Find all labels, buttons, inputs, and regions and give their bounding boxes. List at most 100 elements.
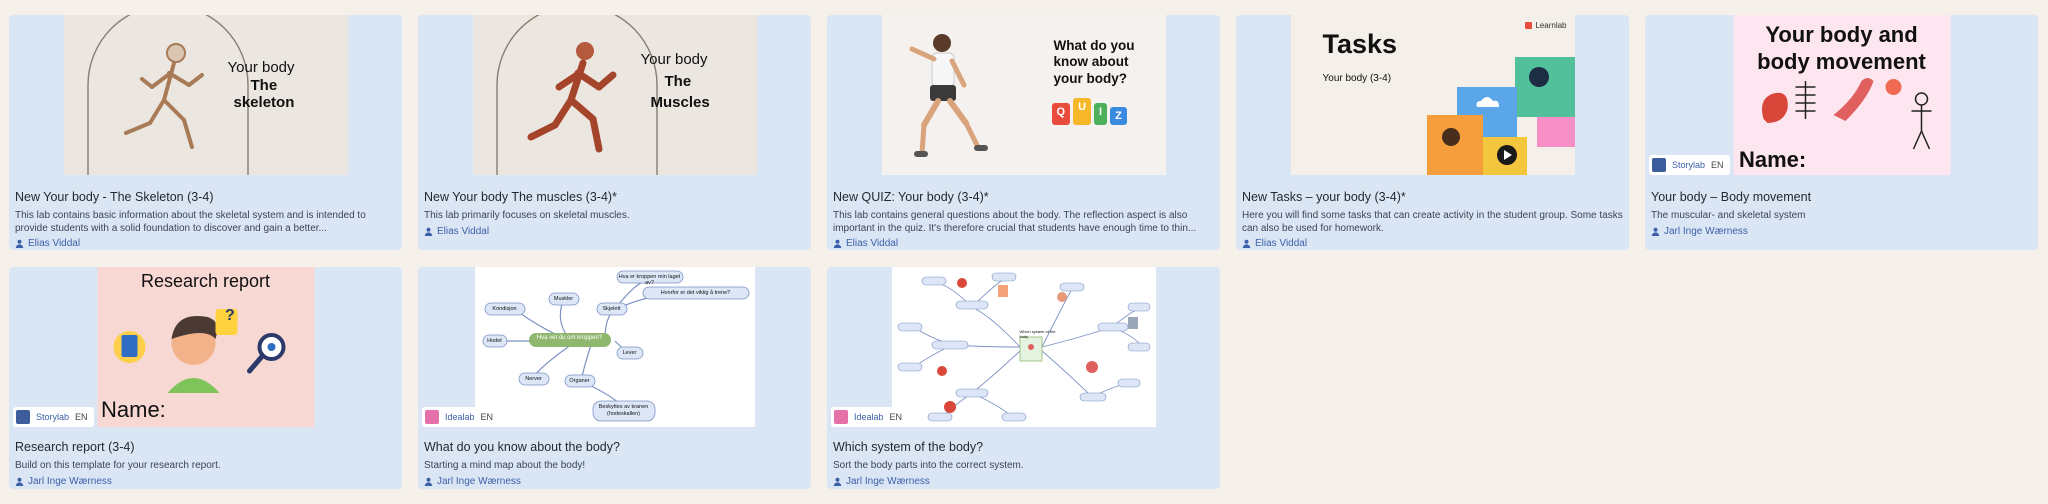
card-title[interactable]: New Tasks – your body (3-4)* [1242, 190, 1406, 204]
quiz-letter: I [1094, 103, 1108, 125]
mind-map-node: Hodet [487, 338, 502, 344]
lab-card[interactable]: Which system of the body Idealab EN Whic… [827, 267, 1220, 489]
author-name: Elias Viddal [437, 225, 490, 237]
card-author[interactable]: Elias Viddal [833, 238, 1214, 249]
quiz-letter: U [1073, 98, 1092, 125]
learnlab-logo-icon [1525, 22, 1533, 29]
mind-map-center-node: Hva vet du om kroppen? [536, 335, 603, 341]
author-name: Elias Viddal [28, 238, 81, 249]
body-systems-map-illustration [897, 272, 1150, 422]
thumb-line3: skeleton [233, 94, 295, 111]
card-author[interactable]: Elias Viddal [424, 226, 805, 237]
card-description: Here you will find some tasks that can c… [1242, 210, 1623, 234]
thumb-line3: Muscles [650, 94, 710, 111]
storylab-icon [1652, 158, 1666, 172]
thumb-line1: Your body [227, 59, 295, 76]
idealab-icon [834, 410, 848, 424]
badge-language: EN [75, 412, 88, 422]
card-title[interactable]: New QUIZ: Your body (3-4)* [833, 190, 989, 204]
card-author[interactable]: Elias Viddal [15, 238, 396, 249]
author-name: Elias Viddal [846, 238, 899, 249]
muscle-figure-illustration [495, 15, 658, 175]
card-description: Sort the body parts into the correct sys… [833, 460, 1024, 471]
lab-card[interactable]: What do you know about your body? Q U I … [827, 15, 1220, 250]
mind-map-node: Kondisjon [492, 306, 517, 312]
mind-map-center-node: Which system of the body [1019, 329, 1056, 339]
lab-card[interactable]: Your body The Muscles New Your body The … [418, 15, 811, 250]
mind-map-node: Hva er kroppen min laget av? [618, 274, 681, 286]
card-author[interactable]: Elias Viddal [1242, 238, 1623, 249]
mind-map-node: Organer [569, 378, 590, 384]
skeleton-illustration [86, 15, 249, 175]
badge-label: Idealab [445, 412, 475, 422]
thumb-line1: Your body and [1765, 22, 1918, 47]
mind-map-node: Beskyttes av kranen (hodeskallen) [598, 404, 649, 417]
user-icon [15, 477, 24, 486]
user-icon [1242, 239, 1251, 248]
thumb-heading: Tasks [1322, 29, 1398, 59]
card-thumbnail: Your body The Muscles [472, 15, 757, 175]
lab-type-badge: Storylab EN [13, 407, 94, 427]
user-icon [833, 239, 842, 248]
card-author[interactable]: Jarl Inge Wærness [1651, 226, 2032, 237]
user-icon [1651, 227, 1660, 236]
card-description: This lab primarily focuses on skeletal m… [424, 210, 630, 221]
badge-language: EN [480, 412, 494, 422]
learnlab-logo-text: Learnlab [1535, 21, 1567, 30]
author-name: Jarl Inge Wærness [28, 475, 112, 487]
card-thumbnail: Your body and body movement Name: [1733, 15, 1950, 175]
lab-card[interactable]: Tasks Your body (3-4) Learnlab New Tasks… [1236, 15, 1629, 250]
user-icon [833, 477, 842, 486]
mind-map-node: Muskler [553, 296, 574, 302]
author-name: Elias Viddal [1255, 238, 1308, 249]
thumb-line2: The [250, 77, 278, 94]
card-author[interactable]: Jarl Inge Wærness [424, 476, 805, 487]
badge-language: EN [1711, 160, 1724, 170]
card-title[interactable]: Research report (3-4) [15, 440, 135, 454]
lab-card[interactable]: Your body and body movement Name: [1645, 15, 2038, 250]
badge-language: EN [889, 412, 903, 422]
card-description: Build on this template for your research… [15, 460, 221, 471]
user-icon [424, 477, 433, 486]
lab-card[interactable]: Hva vet du om kroppen? Muskler Skjelett … [418, 267, 811, 489]
mind-map-illustration [482, 270, 749, 422]
thumb-heading: Research report [140, 271, 271, 291]
body-parts-illustration [1761, 78, 1931, 150]
user-icon [424, 227, 433, 236]
thumb-name-label: Name: [101, 397, 166, 422]
card-title[interactable]: Which system of the body? [833, 440, 984, 454]
quiz-letter: Z [1110, 107, 1127, 125]
quiz-letter: Q [1051, 103, 1071, 125]
card-thumbnail: What do you know about your body? Q U I … [881, 15, 1166, 175]
storylab-icon [16, 410, 30, 424]
mind-map-node: Nerver [525, 376, 542, 382]
thumb-line2: The [664, 73, 692, 90]
thumb-name-label: Name: [1739, 147, 1807, 172]
idealab-icon [425, 410, 439, 424]
card-thumbnail: Your body The skeleton [63, 15, 348, 175]
thumb-line2: body movement [1757, 49, 1926, 74]
user-icon [15, 239, 24, 248]
thumb-line1: What do you [1053, 38, 1135, 53]
lab-card[interactable]: Your body The skeleton New Your body - T… [9, 15, 402, 250]
thumb-line1: Your body [640, 51, 708, 68]
card-title[interactable]: New Your body The muscles (3-4)* [424, 190, 617, 204]
thumb-subtitle: Your body (3-4) [1322, 73, 1392, 84]
card-thumbnail: Hva vet du om kroppen? Muskler Skjelett … [474, 267, 755, 427]
card-thumbnail: Tasks Your body (3-4) Learnlab [1290, 15, 1575, 175]
card-author[interactable]: Jarl Inge Wærness [15, 476, 396, 487]
lab-card[interactable]: Research report ? Name: Storylab EN Rese… [9, 267, 402, 489]
card-author[interactable]: Jarl Inge Wærness [833, 476, 1214, 487]
badge-label: Idealab [854, 412, 884, 422]
quiz-letters: Q U I Z [1051, 98, 1127, 125]
card-description: This lab contains general questions abou… [833, 210, 1197, 234]
card-title[interactable]: New Your body - The Skeleton (3-4) [15, 190, 214, 204]
card-title[interactable]: Your body – Body movement [1651, 190, 1812, 204]
card-description: This lab contains basic information abou… [15, 210, 366, 234]
badge-label: Storylab [36, 412, 70, 422]
mind-map-node: Skjelett [602, 306, 621, 312]
learnlab-logo: Learnlab [1525, 21, 1567, 30]
author-name: Jarl Inge Wærness [1664, 225, 1748, 237]
card-title[interactable]: What do you know about the body? [424, 440, 620, 454]
